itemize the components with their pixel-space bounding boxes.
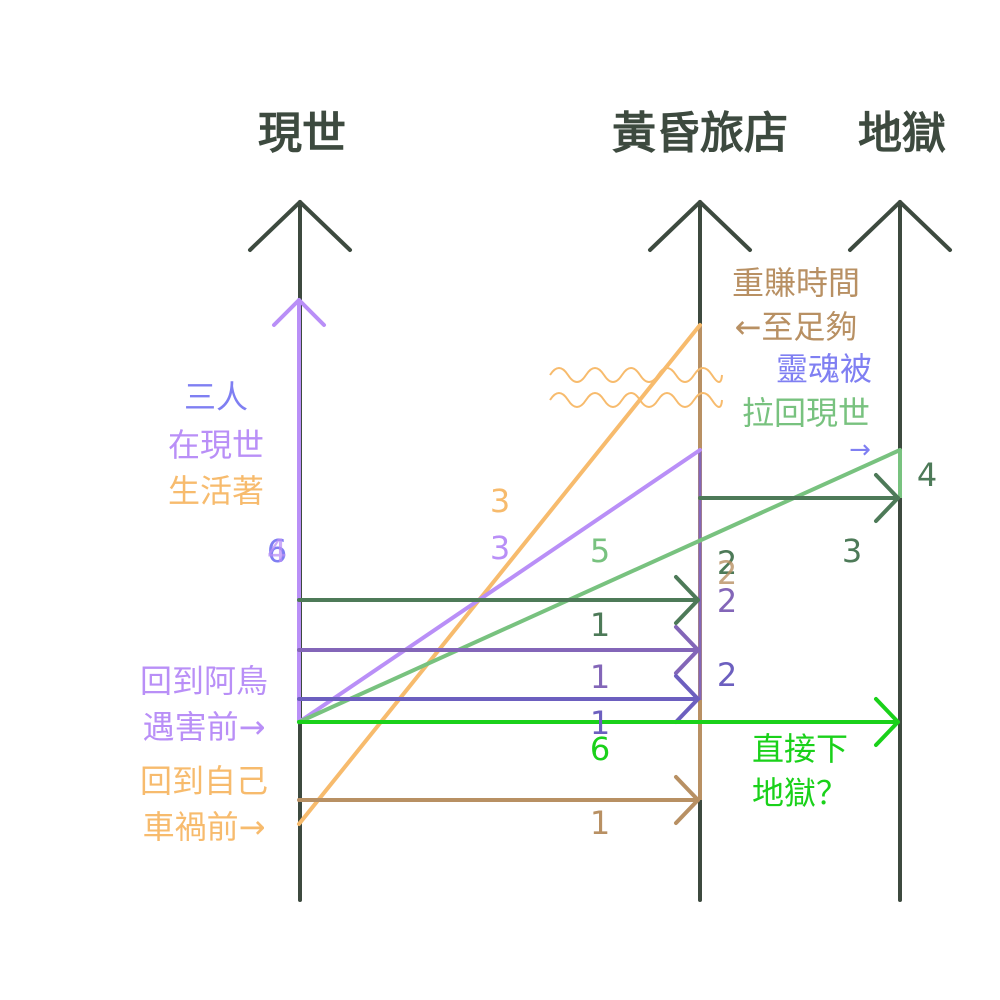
number-two-green: 2 — [717, 544, 737, 582]
number-five: 5 — [590, 532, 610, 570]
wavy-line-bottom — [549, 392, 723, 408]
number-six-center: 6 — [590, 730, 610, 768]
label-soul-line1: 靈魂被 — [776, 350, 872, 388]
column-title-hell: 地獄 — [858, 108, 946, 159]
dark-green-arrowhead — [674, 575, 700, 625]
dark-purple-arrowhead — [674, 625, 700, 675]
purple-diagonal — [297, 448, 702, 724]
column-title-hotel: 黃昏旅店 — [612, 108, 788, 159]
light-green-diagonal — [297, 448, 902, 724]
number-four-right: 4 — [917, 456, 937, 494]
hotel-axis-arrowhead — [648, 200, 752, 252]
hell-axis-arrowhead — [848, 200, 952, 252]
label-soul-arrow: → — [849, 435, 871, 465]
number-one-green: 1 — [590, 606, 610, 644]
label-living-line1: 在現世 — [168, 426, 264, 464]
label-enough: ←至足夠 — [735, 308, 858, 346]
number-three-orange: 3 — [490, 482, 510, 520]
label-three-people: 三人 — [184, 378, 248, 416]
bright-green-arrowhead — [874, 697, 900, 747]
column-title-world: 現世 — [258, 108, 346, 159]
number-four-left: 4 — [267, 532, 287, 570]
label-back-self-line1: 回到自己 — [140, 762, 268, 800]
hotel-to-hell-arrowhead — [874, 473, 900, 523]
label-back-bird-line2: 遇害前→ — [143, 708, 266, 746]
brown-arrowhead — [674, 775, 700, 825]
blue-arrowhead — [674, 674, 700, 724]
number-three-right: 3 — [842, 532, 862, 570]
label-living-line2: 生活著 — [168, 472, 264, 510]
number-one-purple: 1 — [590, 658, 610, 696]
number-one-brown: 1 — [590, 804, 610, 842]
label-back-self-line2: 車禍前→ — [143, 808, 266, 846]
number-two-purple: 2 — [717, 582, 737, 620]
number-two-blue: 2 — [717, 656, 737, 694]
number-one-blue: 1 — [590, 704, 610, 742]
label-earn-time: 重賺時間 — [732, 264, 860, 302]
number-two-orange: 2 — [717, 554, 737, 592]
wavy-line-top — [549, 367, 723, 383]
orange-diagonal — [297, 323, 702, 826]
label-direct-line1: 直接下 — [752, 730, 848, 768]
label-soul-line2: 拉回現世 — [742, 394, 870, 432]
label-direct-line2: 地獄？ — [752, 774, 848, 812]
number-six-left: 6 — [267, 532, 287, 570]
number-three-purple: 3 — [490, 529, 510, 567]
world-axis-arrowhead — [248, 200, 352, 252]
world-life-arrowhead — [272, 298, 326, 327]
label-back-bird-line1: 回到阿鳥 — [140, 662, 268, 700]
